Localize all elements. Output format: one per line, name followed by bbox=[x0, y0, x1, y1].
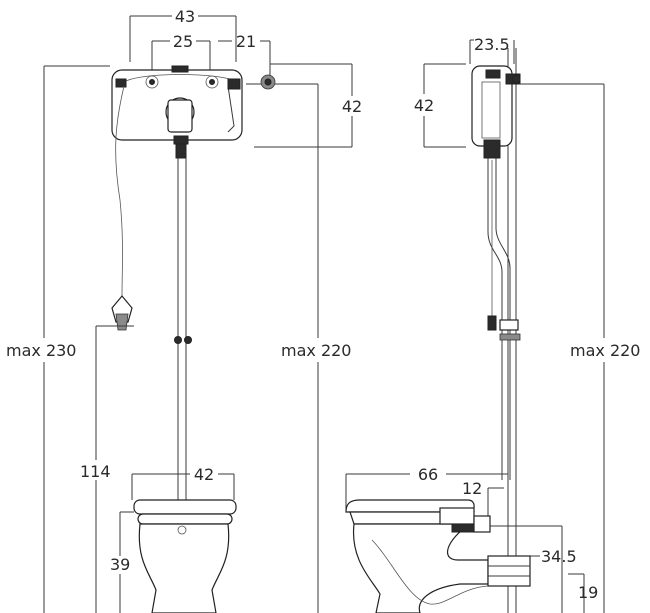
dim-label-bowl-depth: 66 bbox=[418, 465, 438, 484]
side-view: 23.5 42 max 220 bbox=[345, 35, 640, 613]
dim-label-cistern-depth: 23.5 bbox=[474, 35, 510, 54]
front-view: 43 25 21 42 ma bbox=[6, 7, 362, 613]
dim-inlet-spacing: 25 bbox=[151, 32, 211, 74]
dim-label-cistern-height-side: 42 bbox=[414, 96, 434, 115]
dim-label-bowl-width: 42 bbox=[194, 465, 214, 484]
dim-cistern-height-front: 42 bbox=[254, 63, 362, 148]
dim-bowl-width: 42 bbox=[131, 465, 235, 500]
dim-label-inlet-spacing: 25 bbox=[173, 32, 193, 51]
dim-max-230: max 230 bbox=[6, 65, 110, 613]
toilet-bowl-front bbox=[133, 499, 237, 613]
dim-bowl-depth: 66 bbox=[345, 465, 508, 510]
cistern-side bbox=[471, 65, 521, 159]
dim-outlet-offset: 19 bbox=[568, 573, 598, 613]
dim-outlet-height: 34.5 bbox=[474, 525, 577, 613]
dim-max-220-front: max 220 bbox=[246, 83, 351, 613]
dim-label-max-220-front: max 220 bbox=[281, 341, 351, 360]
dim-label-pipe-offset: 12 bbox=[462, 479, 482, 498]
flush-pipe-side bbox=[487, 158, 521, 480]
dim-chain-pull: 114 bbox=[80, 325, 118, 613]
dim-side-offset: 21 bbox=[218, 32, 271, 76]
pull-chain bbox=[110, 85, 134, 331]
dim-label-outlet-height: 34.5 bbox=[541, 547, 577, 566]
dim-label-outlet-offset: 19 bbox=[578, 583, 598, 602]
cistern-front bbox=[111, 65, 276, 159]
dim-label-side-offset: 21 bbox=[236, 32, 256, 51]
dim-label-max-230: max 230 bbox=[6, 341, 76, 360]
dim-pipe-offset: 12 bbox=[462, 479, 504, 516]
dim-label-max-220-side: max 220 bbox=[570, 341, 640, 360]
dim-cistern-height-side: 42 bbox=[414, 63, 466, 148]
dim-max-220-side: max 220 bbox=[520, 83, 640, 613]
dim-label-chain-pull: 114 bbox=[80, 462, 111, 481]
toilet-bowl-side bbox=[345, 499, 531, 613]
dim-label-bowl-height: 39 bbox=[110, 555, 130, 574]
dim-label-cistern-height-front: 42 bbox=[342, 97, 362, 116]
dim-cistern-depth: 23.5 bbox=[469, 35, 515, 64]
dim-label-cistern-width: 43 bbox=[175, 7, 195, 26]
dim-cistern-width: 43 bbox=[129, 7, 237, 62]
flush-pipe-front bbox=[174, 158, 192, 500]
dim-bowl-height: 39 bbox=[110, 511, 134, 613]
